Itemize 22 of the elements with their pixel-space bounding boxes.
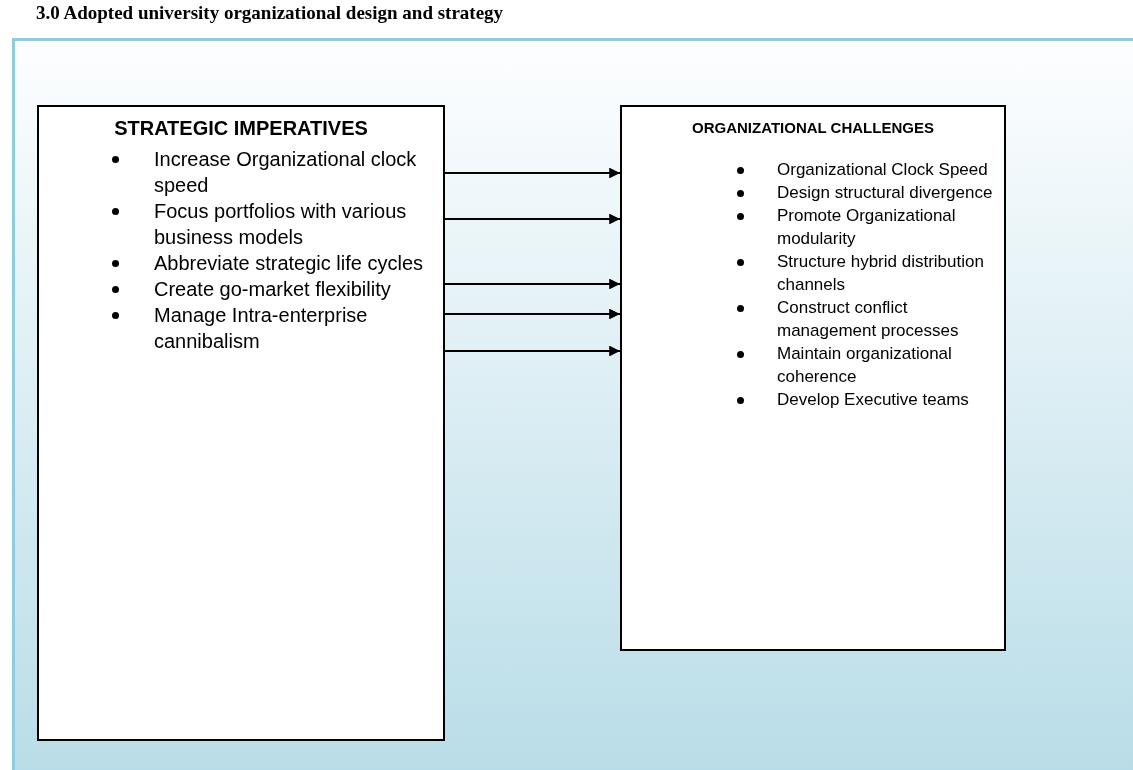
arrow	[444, 308, 621, 320]
text-box	[620, 105, 1006, 651]
arrow	[444, 345, 621, 357]
bullet-text: Design structural divergence	[777, 183, 993, 202]
heading: 3.0 Adopted university organizational design and strategy	[36, 2, 504, 24]
bullet-text: Manage Intra-enterprise cannibalism	[154, 304, 368, 352]
bullet-text: Develop Executive teams	[777, 390, 969, 409]
arrow	[444, 278, 621, 290]
bullet-text: Maintain organizational coherence	[777, 344, 952, 386]
bullet-text: Promote Organizational modularity	[777, 206, 956, 248]
bullet-text: Focus portfolios with various business models	[154, 200, 407, 248]
bullet-text: Structure hybrid distribution channels	[777, 252, 984, 294]
arrow	[444, 167, 621, 179]
box-heading: ORGANIZATIONAL CHALLENGES	[691, 118, 935, 138]
arrow	[444, 213, 621, 225]
bullet-text: Construct conflict management processes	[777, 298, 959, 340]
bullet-text: Organizational Clock Speed	[777, 160, 988, 179]
bullet-text: Abbreviate strategic life cycles	[154, 252, 423, 274]
text-box	[37, 105, 445, 741]
bullet-text: Increase Organizational clock speed	[154, 148, 417, 196]
box-heading: STRATEGIC IMPERATIVES	[113, 116, 369, 140]
bullet-text: Create go-market flexibility	[154, 278, 391, 300]
